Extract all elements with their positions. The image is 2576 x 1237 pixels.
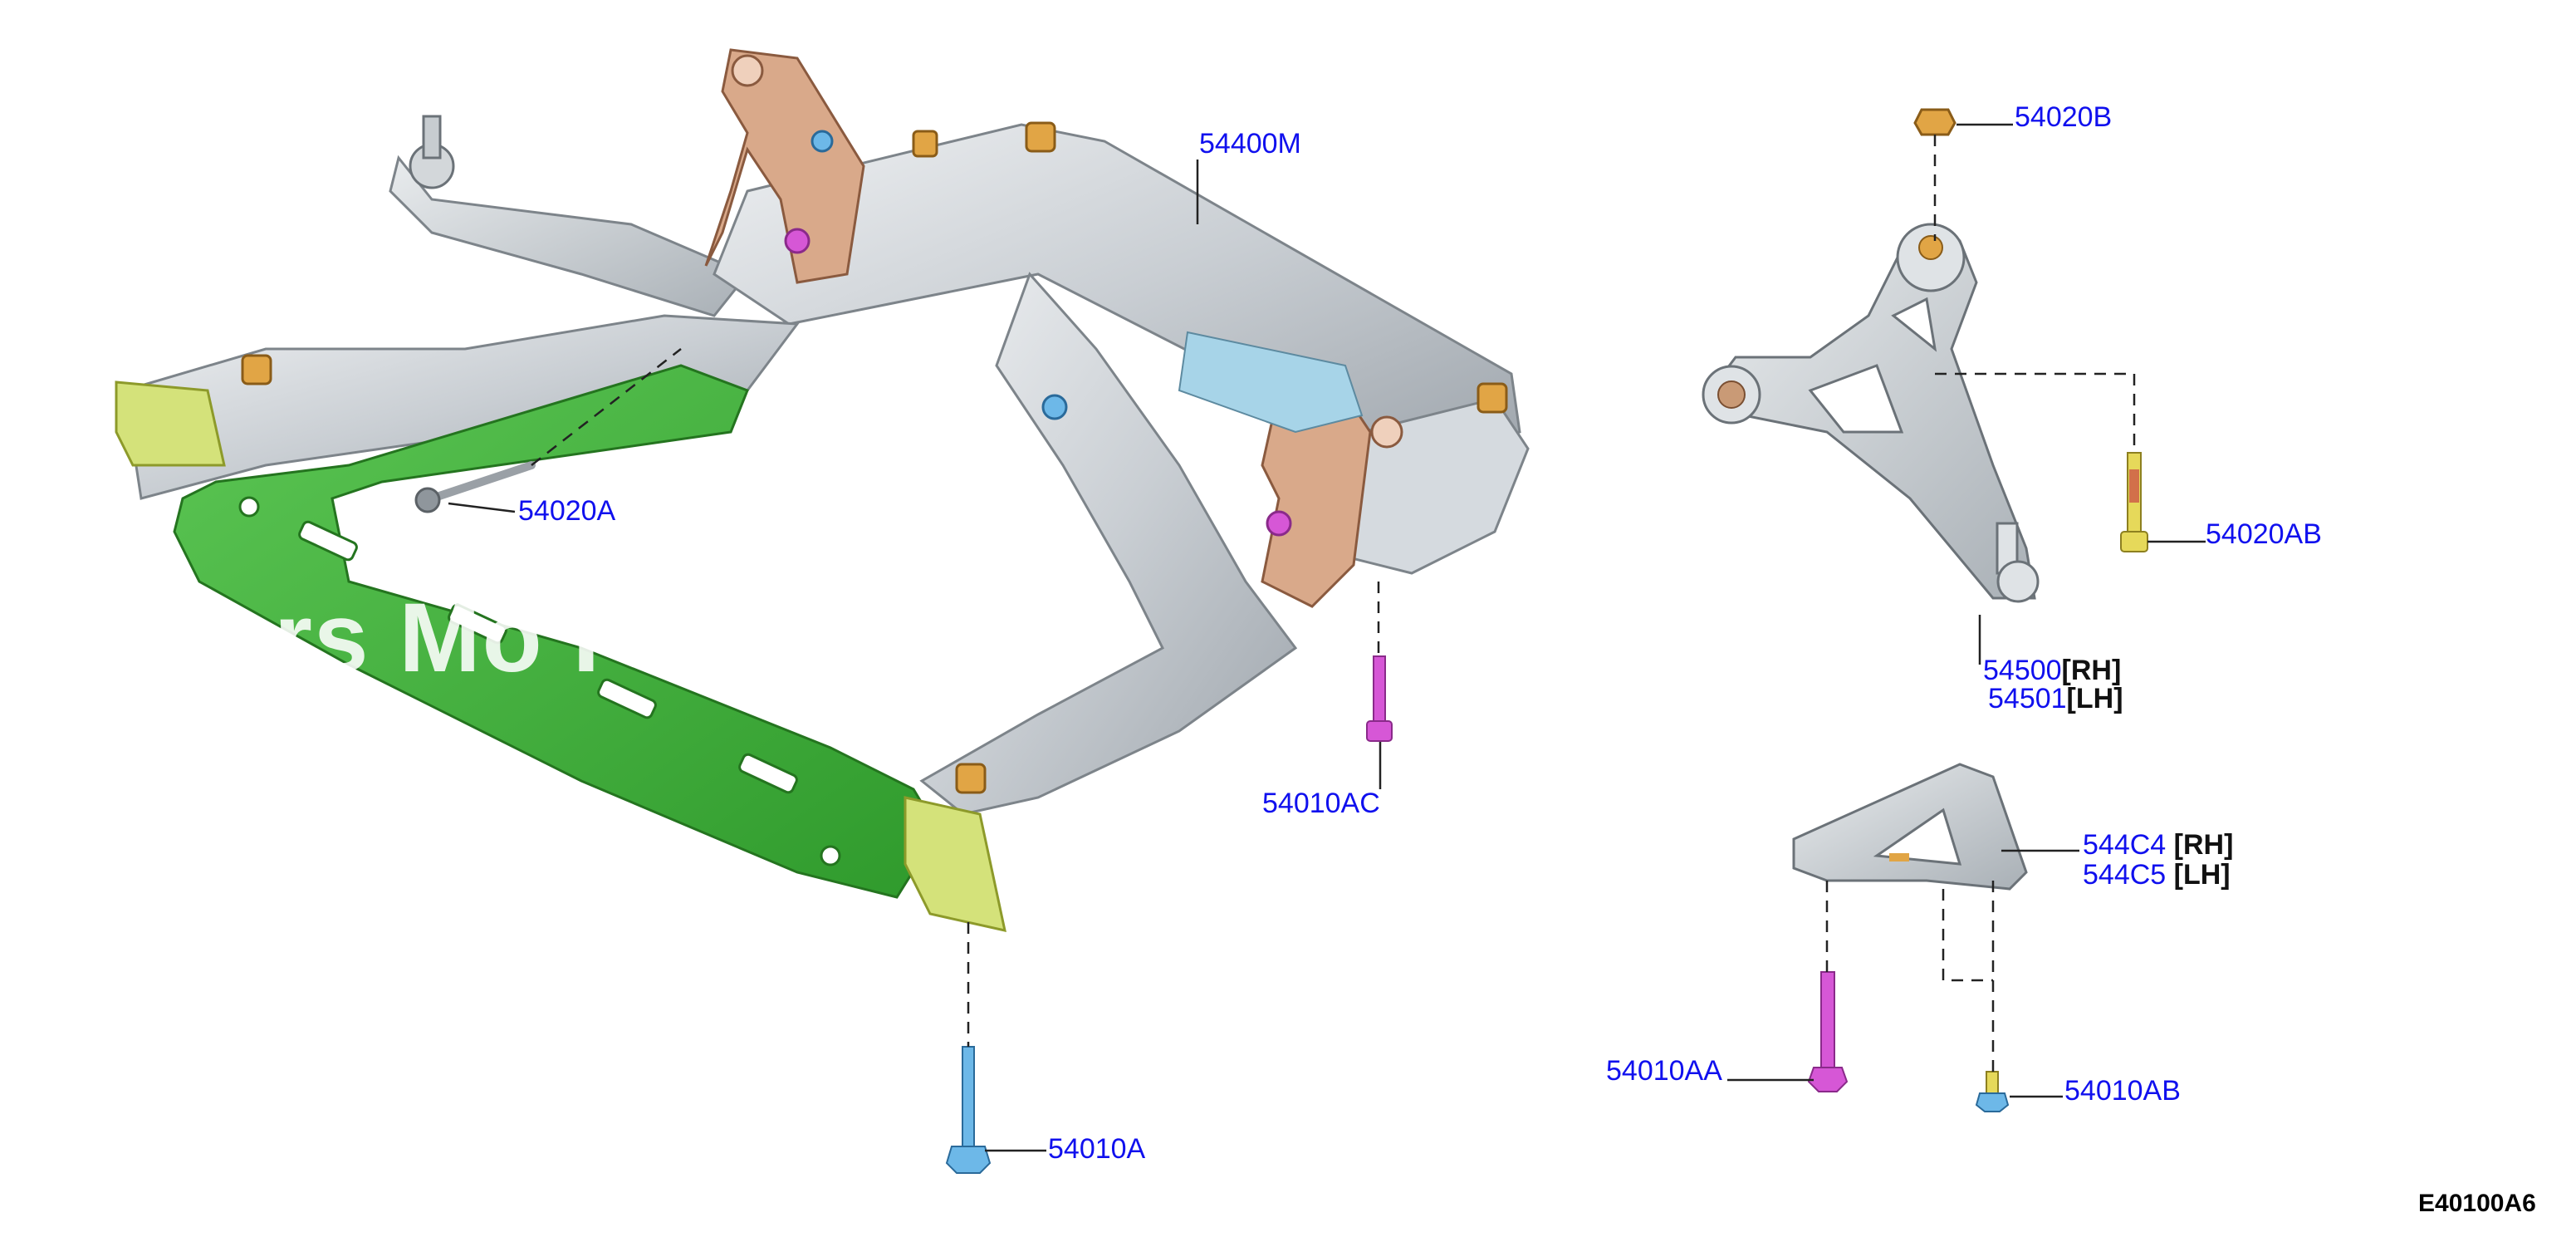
part-label-544c5[interactable]: 544C5 [LH] <box>2083 861 2231 889</box>
leader-lines <box>448 123 2206 1152</box>
bolt-54010AC-illustration <box>1366 655 1393 742</box>
part-label-54010ac[interactable]: 54010AC <box>1262 788 1380 819</box>
bolt-54010A-illustration <box>945 1046 992 1174</box>
side-lh-544c5: [LH] <box>2173 859 2231 891</box>
part-code-54501: 54501 <box>1988 683 2067 714</box>
bolt-54020AB-illustration <box>2120 452 2148 552</box>
side-lh-54501: [LH] <box>2066 683 2123 714</box>
side-rh-54500: [RH] <box>2061 655 2122 686</box>
part-label-54010aa[interactable]: 54010AA <box>1606 1055 1722 1087</box>
dashed-guide-lines <box>531 135 2136 1072</box>
part-code-544c5: 544C5 <box>2083 859 2167 891</box>
part-label-54501[interactable]: 54501[LH] <box>1988 685 2123 713</box>
part-label-54020b[interactable]: 54020B <box>2015 101 2113 133</box>
part-code-544c4: 544C4 <box>2083 829 2167 861</box>
nut-54020B-illustration <box>1913 108 1956 136</box>
part-label-54010ab[interactable]: 54010AB <box>2064 1075 2181 1107</box>
bolt-54010AA-illustration <box>1807 971 1849 1092</box>
watermark-text: rs Mo Parts <box>274 583 826 693</box>
plate-bracket-illustration <box>1792 763 2028 891</box>
bolt-54010AB-illustration <box>1975 1071 2010 1112</box>
lower-control-arm-illustration <box>1702 223 2040 603</box>
bolt-54020A-illustration <box>414 461 536 513</box>
part-label-544c4[interactable]: 544C4 [RH] <box>2083 831 2233 859</box>
subframe-illustration <box>115 48 1530 932</box>
part-label-54400m[interactable]: 54400M <box>1199 128 1301 160</box>
part-label-54020ab[interactable]: 54020AB <box>2206 518 2322 550</box>
part-label-54500[interactable]: 54500[RH] <box>1983 656 2121 685</box>
diagram-code: E40100A6 <box>2418 1190 2536 1217</box>
part-label-54020a[interactable]: 54020A <box>518 495 616 527</box>
part-label-54010a[interactable]: 54010A <box>1048 1133 1146 1165</box>
side-rh-544c4: [RH] <box>2173 829 2234 861</box>
part-code-54500: 54500 <box>1983 655 2062 686</box>
